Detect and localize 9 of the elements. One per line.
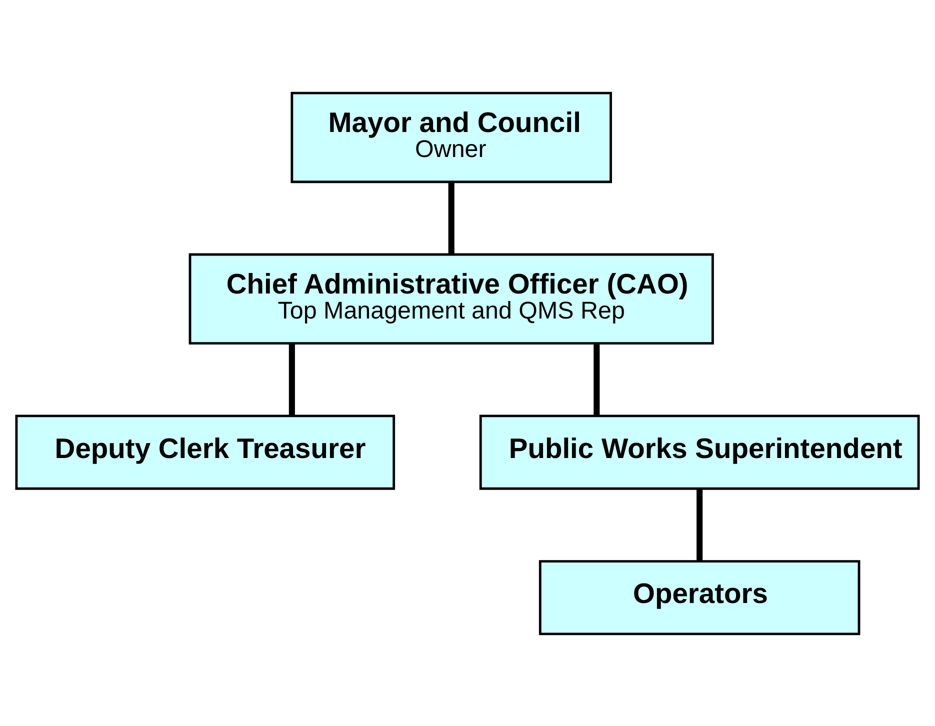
connector (696, 488, 703, 560)
node-box: Deputy Clerk Treasurer (15, 414, 396, 490)
connector (288, 344, 295, 415)
connector (594, 344, 600, 415)
connector (448, 182, 454, 254)
node-box: Chief Administrative Officer (CAO) Top Management and QMS Rep (188, 252, 714, 344)
node-box: Operators (538, 560, 860, 635)
node-box: Mayor and Council Owner (290, 91, 612, 183)
node-box: Public Works Superintendent (479, 414, 920, 490)
